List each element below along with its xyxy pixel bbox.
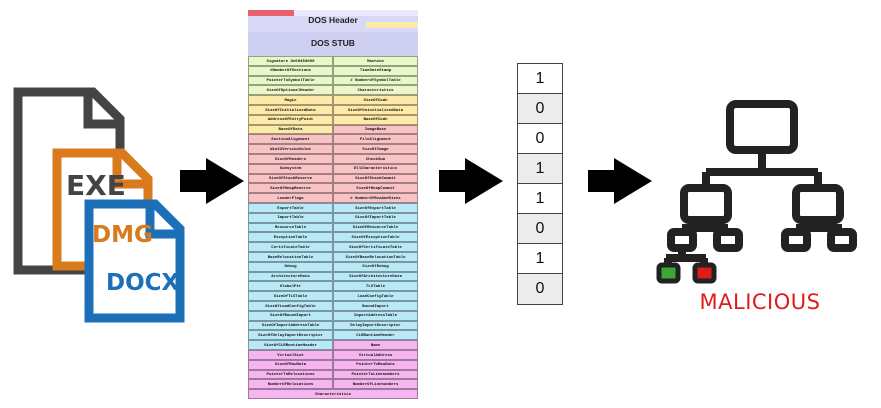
feature-bit-vector: 1 0 0 1 1 0 1 0 <box>517 63 563 305</box>
pe-field: FileAlignment <box>333 134 418 145</box>
bit-cell: 0 <box>518 274 562 304</box>
pe-field: SizeOfExportTable <box>333 203 418 213</box>
pe-field: NumberOfRelocations <box>248 379 333 390</box>
pe-field: ImportTable <box>248 212 333 223</box>
pe-field: SectionAlignment <box>248 134 333 145</box>
pe-field: SizeOfInitializedData <box>248 105 333 115</box>
pe-field: SizeOfRawData <box>248 359 333 370</box>
dos-header-title: DOS Header <box>308 15 358 25</box>
pe-field: Characteristics <box>333 85 418 96</box>
pe-field: SizeOfCLRRuntimeHeader <box>248 340 333 350</box>
decision-tree-icon <box>664 100 857 266</box>
pe-field: SizeOfHeapReserve <box>248 183 333 194</box>
pe-field: ImportAddressTable <box>333 310 418 321</box>
docx-file-icon <box>84 199 185 323</box>
pe-field: Subsystem <box>248 163 333 174</box>
pe-field: SizeOfDebug <box>333 261 418 272</box>
pe-field: Machine <box>333 56 418 66</box>
classification-result: MALICIOUS <box>699 290 821 314</box>
pe-field: BaseRelocationTable <box>248 252 333 262</box>
exe-label: EXE <box>66 169 126 202</box>
bit-cell: 1 <box>518 244 562 274</box>
pe-field: PointerToSymbolTable <box>248 75 333 86</box>
pe-field: PointerToLinenumbers <box>333 369 418 380</box>
pe-field: SizeOfExceptionTable <box>333 232 418 243</box>
pe-field: CheckSum <box>333 154 418 164</box>
pe-field: BaseOfCode <box>333 114 418 125</box>
pe-field: SizeOfLoadConfigTable <box>248 301 333 311</box>
pe-field: SizeOfResourceTable <box>333 222 418 233</box>
pe-field: Magic <box>248 95 333 105</box>
bit-cell: 0 <box>518 214 562 244</box>
dmg-label: DMG <box>92 222 153 248</box>
arrow-icon-3 <box>588 158 652 204</box>
pe-field: SizeOfArchitectureData <box>333 271 418 282</box>
pe-field: ExportTable <box>248 203 333 213</box>
pe-field: SizeOfDelayImportDescriptor <box>248 330 333 341</box>
pe-field: Signature Ox50450000 <box>248 56 333 66</box>
pe-field: SizeOfUninitializedData <box>333 105 418 115</box>
pe-field: Win32VersionValue <box>248 144 333 154</box>
pe-field: SizeOfHeaders <box>248 154 333 164</box>
arrow-icon-2 <box>439 158 503 204</box>
pe-field: CLRRuntimeHeader <box>333 330 418 341</box>
pe-field: AddressOfEntryPoint <box>248 114 333 125</box>
pe-field: DelayImportDescriptor <box>333 320 418 331</box>
pe-field: GlobalPtr <box>248 281 333 292</box>
benign-leaf-icon <box>656 262 681 284</box>
pe-field: SizeOfImportAddressTable <box>248 320 333 331</box>
pe-field: ArchitectureData <box>248 271 333 282</box>
pe-field: ExceptionTable <box>248 232 333 243</box>
pe-field: SizeOfTLSTable <box>248 291 333 301</box>
pe-field: CertificateTable <box>248 242 333 252</box>
pe-field: ResourceTable <box>248 222 333 233</box>
pe-field: VirtualAddress <box>333 350 418 360</box>
bit-cell: 1 <box>518 184 562 214</box>
pe-field: SizeOfHeapCommit <box>333 183 418 194</box>
pe-field: # NumberOfSymbolTable <box>333 75 418 86</box>
pe-field: PointerToRelocations <box>248 369 333 380</box>
docx-label: DOCX <box>106 270 180 296</box>
pe-field: TimeDateStamp <box>333 65 418 76</box>
dos-stub-title: DOS STUB <box>311 38 355 48</box>
pe-field: SizeOfImage <box>333 144 418 154</box>
pe-field: SizeOfCode <box>333 95 418 105</box>
arrow-icon-1 <box>180 158 244 204</box>
bit-cell: 1 <box>518 154 562 184</box>
bit-cell: 1 <box>518 64 562 94</box>
malicious-leaf-icon <box>692 262 717 284</box>
pe-field: BaseOfData <box>248 124 333 135</box>
pe-field: NumberOfLinenumbers <box>333 379 418 390</box>
pe-field: # NumberOfRvaAndSizes <box>333 193 418 203</box>
pe-field: SizeOfStackCommit <box>333 173 418 184</box>
pe-field: SizeOfImportTable <box>333 212 418 223</box>
pe-field: Debug <box>248 261 333 272</box>
pe-field: LoaderFlags <box>248 193 333 203</box>
pe-header-structure: DOS Header DOS STUB Signature Ox50450000… <box>248 10 418 399</box>
signature-badge <box>248 10 294 16</box>
bit-cell: 0 <box>518 94 562 124</box>
pe-field: Name <box>333 340 418 350</box>
pe-field: VirtualSize <box>248 350 333 360</box>
bit-cell: 0 <box>518 124 562 154</box>
pe-field: TLSTable <box>333 281 418 292</box>
pe-field: SizeOfStackReserve <box>248 173 333 184</box>
pe-field: BoundImport <box>333 301 418 311</box>
pe-field: SizeOfBaseRelocationTable <box>333 252 418 262</box>
pe-field: Characteristics <box>248 389 418 399</box>
pe-field: DllCharacteristics <box>333 163 418 174</box>
pe-field: SizeOfBoundImport <box>248 310 333 321</box>
pe-field: SizeOfCertificateTable <box>333 242 418 252</box>
pe-field: #NumberOfSections <box>248 65 333 76</box>
pe-field: ImageBase <box>333 124 418 135</box>
pe-field: PointerToRawData <box>333 359 418 370</box>
pe-field: LoadConfigTable <box>333 291 418 301</box>
pe-field: SizeOfOptionalHeader <box>248 85 333 96</box>
